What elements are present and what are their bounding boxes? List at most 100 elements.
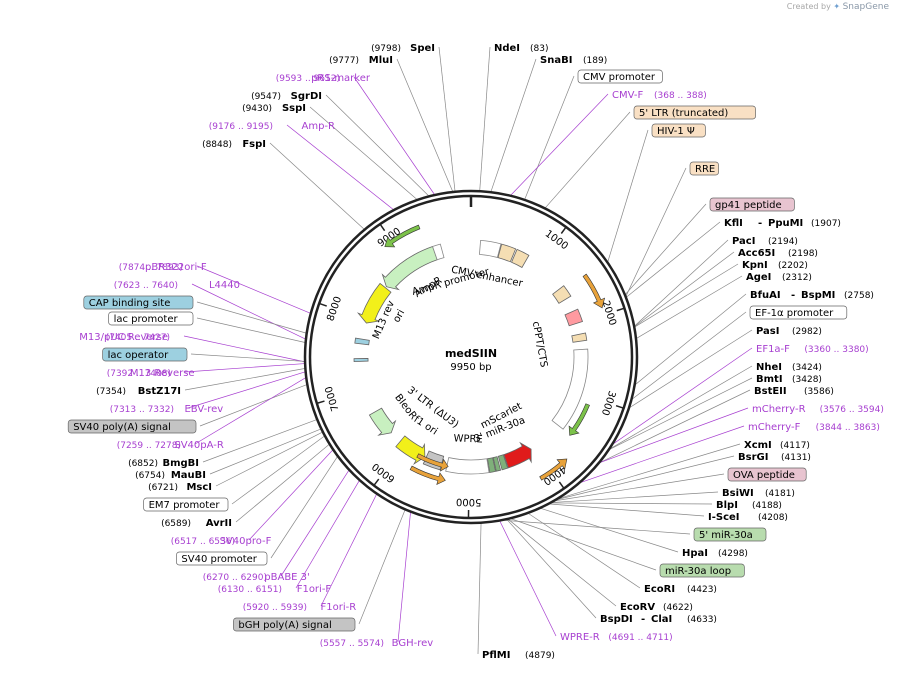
enzyme-name: MauBI bbox=[171, 470, 206, 481]
label-bsteii: BstEII(3586) bbox=[754, 386, 834, 397]
rre-feature bbox=[564, 308, 584, 327]
tick-label: 7000 bbox=[324, 385, 342, 413]
label-ecori: EcoRI(4423) bbox=[644, 584, 717, 595]
leader-line bbox=[202, 419, 318, 463]
leader-line bbox=[611, 347, 753, 446]
label-bgh-rev: BGH-rev(5557 .. 5574) bbox=[320, 638, 434, 649]
label-fspi: FspI(8848) bbox=[202, 139, 266, 150]
leader-line bbox=[353, 76, 436, 196]
leader-line bbox=[209, 428, 322, 475]
label-avrii: AvrII (6589) bbox=[161, 518, 232, 529]
label-nhei: NheI(3424) bbox=[756, 362, 822, 373]
leader-line bbox=[635, 275, 743, 339]
feature-name: 5' miR-30a bbox=[699, 530, 753, 541]
label-em7-promoter: EM7 promoter bbox=[143, 497, 229, 512]
enzyme-name: BmtI bbox=[756, 374, 783, 385]
label-pasi: PasI(2982) bbox=[756, 326, 822, 337]
label-mir-30a-loop: miR-30a loop bbox=[659, 563, 745, 578]
leader-line bbox=[634, 263, 739, 328]
leader-line bbox=[598, 407, 749, 464]
label-bspdi: BspDI-ClaI(4633) bbox=[600, 614, 717, 625]
enzyme-isoschizomer: PpuMI bbox=[768, 218, 803, 229]
tick-label: 8000 bbox=[325, 295, 344, 323]
label-sv40-promoter: SV40 promoter bbox=[176, 551, 268, 566]
primer-position: (6270 .. 6290) bbox=[203, 573, 267, 583]
enzyme-name: BfuAI bbox=[750, 290, 781, 301]
enzyme-name: SnaBI bbox=[540, 55, 572, 66]
label-pbabe-3: pBABE 3'(6270 .. 6290) bbox=[203, 572, 310, 583]
primer-name: F1ori-R bbox=[321, 602, 357, 613]
enzyme-name: AgeI bbox=[746, 272, 771, 283]
ef1a-f-arrow bbox=[568, 403, 590, 436]
enzyme-position: (4208) bbox=[758, 513, 788, 523]
label-spei: SpeI(9798) bbox=[371, 43, 435, 54]
enzyme-position: (4131) bbox=[781, 453, 811, 463]
label-cmv-promoter: CMV promoter bbox=[577, 69, 663, 84]
enzyme-name: PasI bbox=[756, 326, 779, 337]
enzyme-position: (6721) bbox=[148, 483, 178, 493]
enzyme-name: SgrDI bbox=[291, 91, 322, 102]
cmv-enhancer-feature bbox=[479, 239, 502, 258]
outer-feature-track bbox=[384, 224, 606, 486]
enzyme-position: (9547) bbox=[251, 92, 281, 102]
label-box bbox=[659, 563, 745, 578]
label-mcherry-f: mCherry-F(3844 .. 3863) bbox=[748, 422, 880, 433]
feature-track bbox=[353, 239, 589, 475]
inner-label-f1-ori: f1 ori bbox=[412, 414, 440, 438]
primer-position: (3360 .. 3380) bbox=[804, 345, 868, 355]
tick-label: 5000 bbox=[456, 496, 482, 507]
leader-line bbox=[477, 522, 482, 655]
3-mir-30a-feature bbox=[497, 454, 509, 471]
label-bgh-poly-a-signal: bGH poly(A) signal bbox=[233, 617, 356, 632]
label-paci: PacI(2194) bbox=[732, 236, 798, 247]
feature-name: SV40 promoter bbox=[181, 554, 257, 565]
primer-position: (368 .. 388) bbox=[654, 91, 707, 101]
label-sv40-poly-a-signal: SV40 poly(A) signal bbox=[67, 419, 197, 434]
enzyme-position: (9430) bbox=[242, 104, 272, 114]
feature-name: CAP binding site bbox=[89, 298, 171, 309]
enzyme-position: (3428) bbox=[792, 375, 822, 385]
label-box bbox=[727, 467, 807, 482]
enzyme-position: (6589) bbox=[161, 519, 191, 529]
label-ecorv: EcoRV(4622) bbox=[620, 602, 693, 613]
enzyme-name: MscI bbox=[186, 482, 212, 493]
primer-position: (7259 .. 7278) bbox=[117, 441, 181, 451]
tick-mark bbox=[616, 307, 625, 312]
label-ebv-rev: EBV-rev(7313 .. 7332) bbox=[110, 404, 224, 415]
enzyme-name: AvrII bbox=[206, 518, 232, 529]
label-pbr322ori-f: pBR322ori-F(7874 .. 7893) bbox=[119, 262, 207, 273]
label-blpi: BlpI(4188) bbox=[716, 500, 782, 511]
leader-line bbox=[507, 518, 617, 607]
label-ova-peptide: OVA peptide bbox=[727, 467, 807, 482]
feature-name: 5' LTR (truncated) bbox=[639, 108, 728, 119]
enzyme-name: XcmI bbox=[744, 440, 772, 451]
tick-mark bbox=[373, 478, 380, 486]
primer-name: WPRE-R bbox=[560, 632, 600, 643]
primer-position: (7405 .. 7427) bbox=[106, 333, 170, 343]
leader-line bbox=[309, 106, 418, 201]
leader-line bbox=[509, 93, 609, 196]
leader-line bbox=[550, 502, 713, 505]
label-box bbox=[693, 527, 767, 542]
label-box bbox=[108, 311, 194, 326]
leader-line bbox=[553, 473, 725, 502]
leader-line bbox=[556, 443, 741, 500]
primer-position: (4691 .. 4711) bbox=[608, 633, 672, 643]
enzyme-name: Acc65I bbox=[738, 248, 775, 259]
enzyme-name: EcoRI bbox=[644, 584, 675, 595]
label-cap-binding-site: CAP binding site bbox=[83, 295, 194, 310]
leader-line bbox=[191, 283, 307, 340]
label-sspi: SspI(9430) bbox=[242, 103, 306, 114]
backbone-outer-circle bbox=[303, 189, 639, 525]
leader-line bbox=[539, 507, 679, 553]
enzyme-name: I-SceI bbox=[708, 512, 740, 523]
enzyme-position: (2198) bbox=[788, 249, 818, 259]
label-snabi: SnaBI(189) bbox=[540, 55, 607, 66]
enzyme-isoschizomer: BspMI bbox=[801, 290, 835, 301]
label-gp41-peptide: gp41 peptide bbox=[709, 197, 795, 212]
leader-line bbox=[187, 371, 306, 409]
primer-position: (7313 .. 7332) bbox=[110, 405, 174, 415]
label-leader-lines bbox=[183, 46, 753, 655]
leader-line bbox=[199, 384, 308, 427]
hiv-1-psi-feature bbox=[552, 285, 572, 304]
